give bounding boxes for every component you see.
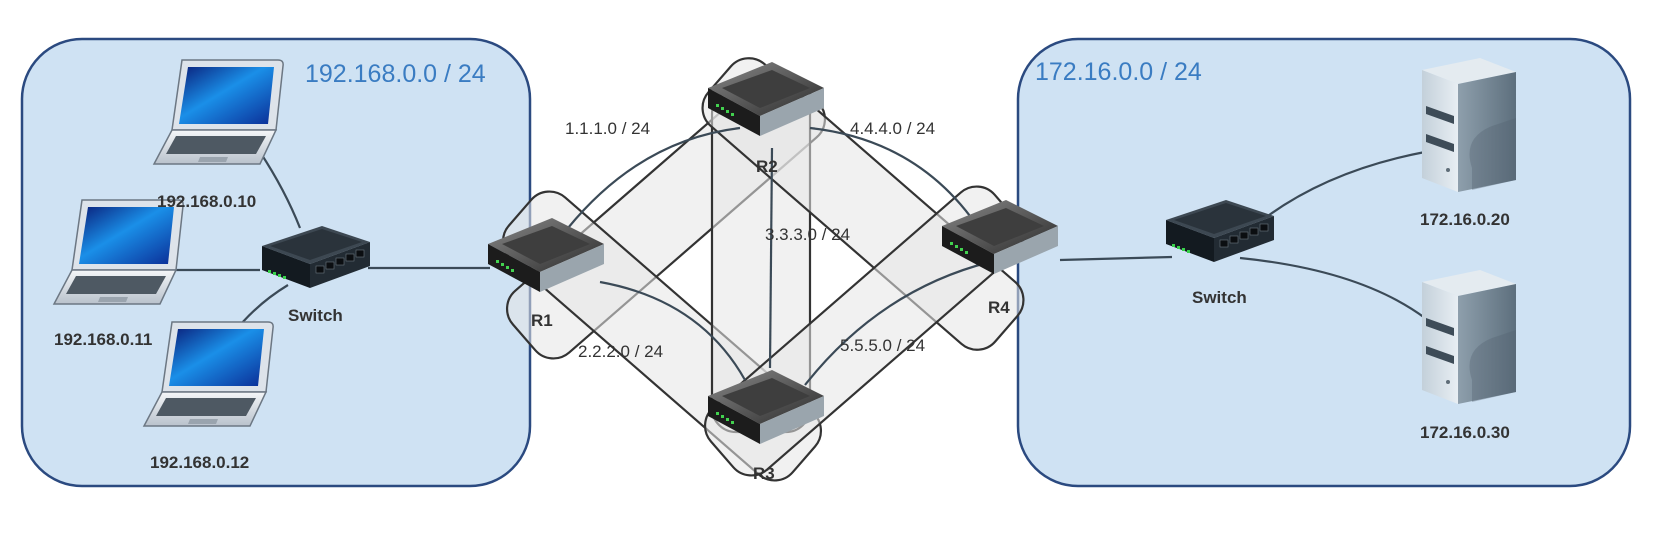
host-label-172-16-0-30: 172.16.0.30 — [1420, 423, 1510, 442]
link-label-r1-r3: 2.2.2.0 / 24 — [578, 342, 663, 361]
host-label-192-168-0-12: 192.168.0.12 — [150, 453, 249, 472]
switch-label-right: Switch — [1192, 288, 1247, 307]
link-label-r1-r2: 1.1.1.0 / 24 — [565, 119, 650, 138]
router-label-r1: R1 — [531, 311, 553, 330]
left-network-label: 192.168.0.0 / 24 — [305, 60, 486, 88]
host-label-192-168-0-10: 192.168.0.10 — [157, 192, 256, 211]
switch-label-left: Switch — [288, 306, 343, 325]
host-label-192-168-0-11: 192.168.0.11 — [54, 330, 152, 349]
router-label-r4: R4 — [988, 298, 1010, 317]
link-label-r2-r4: 4.4.4.0 / 24 — [850, 119, 935, 138]
host-label-172-16-0-20: 172.16.0.20 — [1420, 210, 1510, 229]
server-icon — [1422, 58, 1516, 192]
link-label-r3-r4: 5.5.5.0 / 24 — [840, 336, 925, 355]
right-lan-area — [1016, 37, 1632, 488]
right-network-label: 172.16.0.0 / 24 — [1035, 58, 1202, 86]
link-label-r2-r3: 3.3.3.0 / 24 — [765, 225, 850, 244]
router-label-r3: R3 — [753, 464, 775, 483]
router-label-r2: R2 — [756, 157, 778, 176]
server-icon — [1422, 270, 1516, 404]
